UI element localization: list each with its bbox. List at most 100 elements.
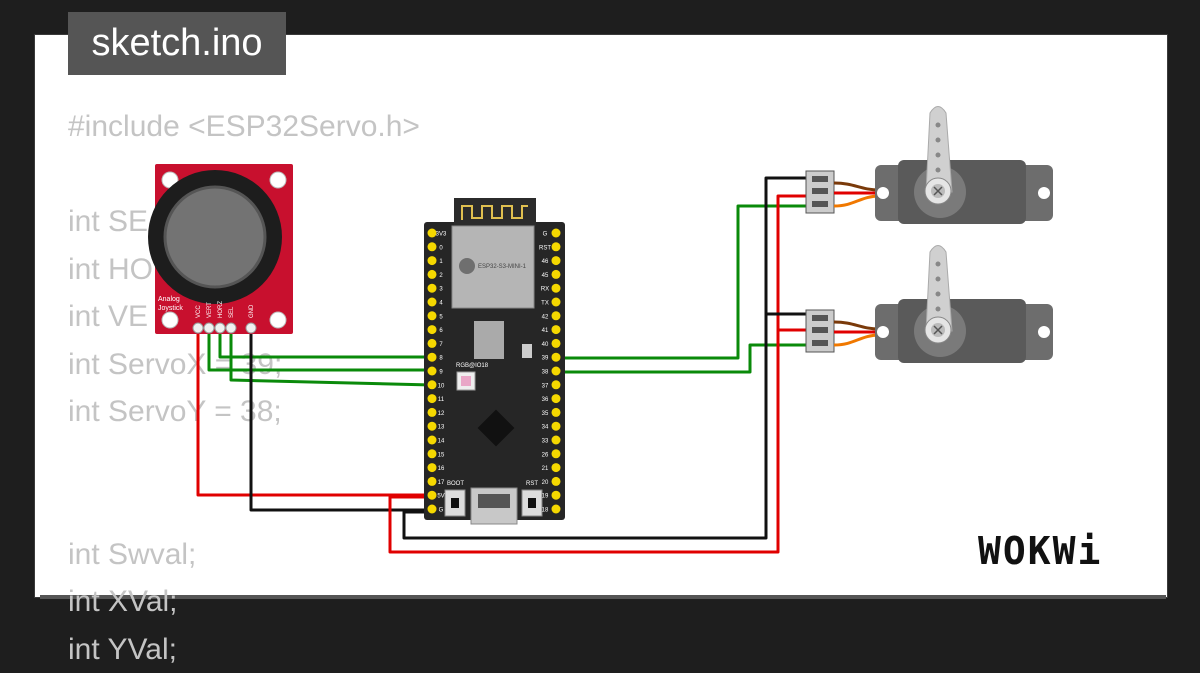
pin-right[interactable] — [552, 477, 561, 486]
pin-left[interactable] — [428, 422, 437, 431]
wokwi-logo: WOKWi — [978, 526, 1102, 576]
pin-left[interactable] — [428, 449, 437, 458]
pin-left[interactable] — [428, 270, 437, 279]
joystick-name-line1: Analog — [158, 296, 180, 303]
pin-label-right: 46 — [542, 259, 549, 265]
joystick-pin-label: HORZ — [218, 301, 224, 318]
pin-label-left: 3V3 — [436, 232, 447, 238]
boot-button-cap — [451, 498, 459, 508]
servo-wire-brown — [834, 183, 880, 190]
pin-left[interactable] — [428, 491, 437, 500]
pin-right[interactable] — [552, 298, 561, 307]
pin-label-right: 26 — [542, 452, 549, 458]
pin-label-right: G — [543, 232, 548, 238]
servo-mount-hole — [877, 187, 889, 199]
servo-x[interactable] — [806, 107, 1053, 225]
pin-right[interactable] — [552, 339, 561, 348]
servo-horn-hole — [936, 277, 941, 282]
pin-label-left: 15 — [438, 452, 445, 458]
pin-right[interactable] — [552, 284, 561, 293]
boot-label: BOOT — [447, 481, 464, 487]
pin-left[interactable] — [428, 408, 437, 417]
reset-button-cap — [528, 498, 536, 508]
pin-right[interactable] — [552, 394, 561, 403]
pin-label-right: 36 — [542, 397, 549, 403]
pin-left[interactable] — [428, 367, 437, 376]
servo-y[interactable] — [806, 246, 1053, 364]
pin-label-right: 34 — [542, 425, 549, 431]
pin-label-right: RST — [539, 245, 551, 251]
pin-right[interactable] — [552, 229, 561, 238]
pin-left[interactable] — [428, 256, 437, 265]
pin-right[interactable] — [552, 242, 561, 251]
servo-wire-orange — [834, 335, 880, 345]
wire-vcc-to-5v — [198, 320, 432, 495]
pin-right[interactable] — [552, 380, 561, 389]
pin-left[interactable] — [428, 298, 437, 307]
servo-horn-hole — [936, 292, 941, 297]
servo-mount-hole — [1038, 187, 1050, 199]
pin-right[interactable] — [552, 367, 561, 376]
servo-mount-hole — [877, 326, 889, 338]
pin-right[interactable] — [552, 463, 561, 472]
pin-label-left: 13 — [438, 425, 445, 431]
joystick-pin-label: SEL — [229, 306, 235, 318]
pin-right[interactable] — [552, 256, 561, 265]
servo-connector-pin — [812, 315, 828, 321]
pin-left[interactable] — [428, 463, 437, 472]
servo-wire-orange — [834, 196, 880, 206]
rgb-led-lens — [461, 376, 471, 386]
voltage-regulator — [474, 321, 504, 359]
pin-right[interactable] — [552, 270, 561, 279]
pin-label-right: 45 — [542, 273, 549, 279]
pin-right[interactable] — [552, 491, 561, 500]
pin-left[interactable] — [428, 339, 437, 348]
servo-horn-hole — [936, 138, 941, 143]
joystick-knob[interactable] — [165, 187, 265, 287]
module-label: ESP32-S3-MINI-1 — [478, 264, 527, 270]
pin-left[interactable] — [428, 380, 437, 389]
pin-left[interactable] — [428, 325, 437, 334]
usb-port-opening — [478, 494, 510, 508]
pin-left[interactable] — [428, 353, 437, 362]
pin-label-left: 12 — [438, 411, 445, 417]
pin-right[interactable] — [552, 436, 561, 445]
pin-label-left: 17 — [438, 480, 445, 486]
pin-label-right: 42 — [542, 314, 549, 320]
pin-label-right: RX — [541, 287, 549, 293]
pin-right[interactable] — [552, 311, 561, 320]
joystick-pin — [246, 323, 256, 333]
pin-left[interactable] — [428, 477, 437, 486]
rgb-led-label: RGB@IO18 — [456, 363, 489, 369]
pin-left[interactable] — [428, 311, 437, 320]
espressif-logo-icon — [459, 258, 475, 274]
pin-label-left: 14 — [438, 439, 445, 445]
pin-right[interactable] — [552, 325, 561, 334]
pin-right[interactable] — [552, 449, 561, 458]
servo-wire-brown — [834, 322, 880, 329]
joystick-pin — [215, 323, 225, 333]
pin-label-right: 40 — [542, 342, 549, 348]
pin-label-right: 21 — [542, 466, 549, 472]
pin-left[interactable] — [428, 242, 437, 251]
pin-left[interactable] — [428, 505, 437, 514]
pin-right[interactable] — [552, 505, 561, 514]
servo-connector-pin — [812, 201, 828, 207]
pin-label-right: 38 — [542, 370, 549, 376]
pin-left[interactable] — [428, 284, 437, 293]
servo-horn-hole — [936, 168, 941, 173]
pin-label-right: 19 — [542, 494, 549, 500]
joystick-pin — [204, 323, 214, 333]
pin-right[interactable] — [552, 353, 561, 362]
pin-left[interactable] — [428, 394, 437, 403]
pin-right[interactable] — [552, 408, 561, 417]
servo-connector-pin — [812, 340, 828, 346]
pin-right[interactable] — [552, 422, 561, 431]
wire-gnd-to-g — [251, 320, 432, 510]
mounting-hole — [162, 312, 178, 328]
pin-label-left: 16 — [438, 466, 445, 472]
mounting-hole — [270, 312, 286, 328]
pin-left[interactable] — [428, 436, 437, 445]
